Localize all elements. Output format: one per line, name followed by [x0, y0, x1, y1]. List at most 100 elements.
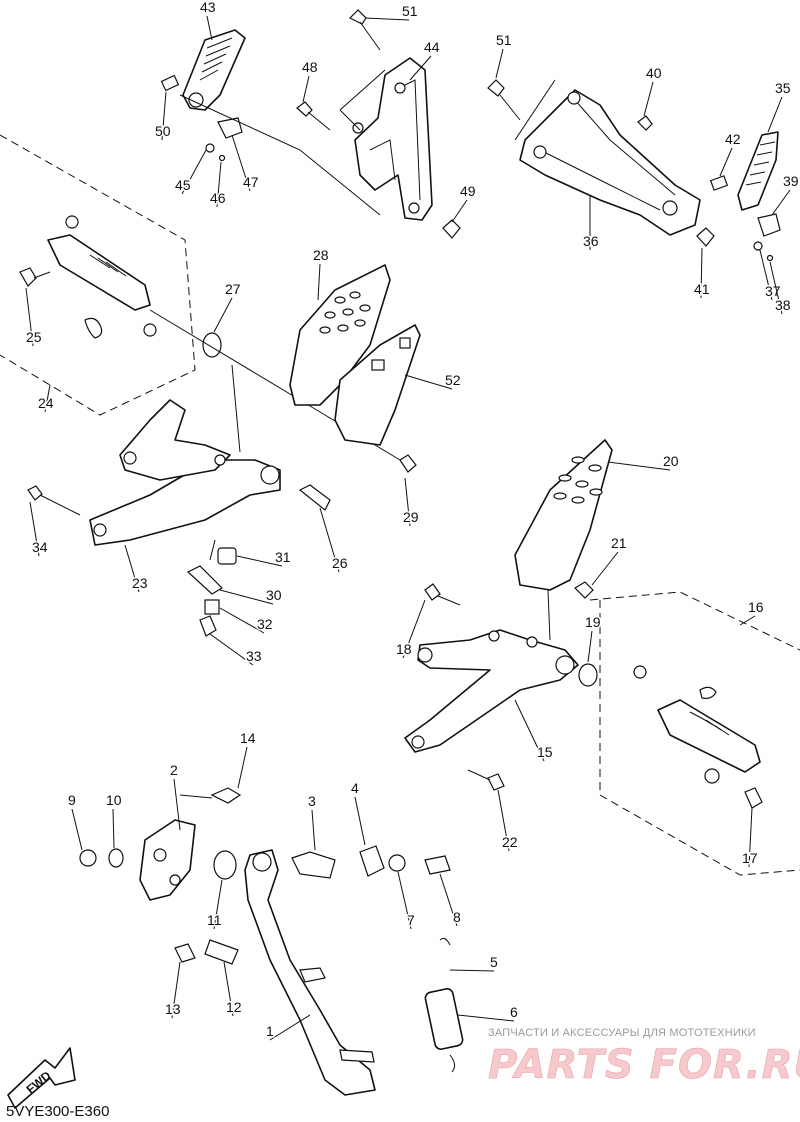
callout-leader-50: [161, 91, 167, 141]
callout-15: 15: [537, 744, 553, 760]
callout-2: 2: [170, 762, 178, 778]
callout-21: 21: [611, 535, 627, 551]
callout-leader-42: [719, 147, 733, 177]
callout-35: 35: [775, 80, 791, 96]
callout-52: 52: [445, 372, 461, 388]
callout-13: 13: [165, 1001, 181, 1017]
watermark-brand: PARTS FOR.RU: [488, 1042, 800, 1088]
callout-leader-19: [587, 630, 593, 663]
passenger-footpeg-right: [709, 131, 781, 262]
callout-32: 32: [257, 616, 273, 632]
group-outline-24: [0, 134, 196, 416]
callout-16: 16: [748, 599, 764, 615]
callout-leader-39: [771, 189, 791, 216]
callout-22: 22: [502, 834, 518, 850]
callout-leader-29: [404, 477, 411, 527]
callout-leader-6: [457, 1014, 515, 1022]
callout-31: 31: [275, 549, 291, 565]
callout-43: 43: [200, 0, 216, 15]
callout-39: 39: [783, 173, 799, 189]
callout-18: 18: [396, 641, 412, 657]
heel-guard-right: [514, 439, 613, 599]
callout-19: 19: [585, 614, 601, 630]
callout-leader-33: [209, 633, 254, 666]
callout-33: 33: [246, 648, 262, 664]
callout-leader-2: [173, 778, 181, 831]
callout-44: 44: [424, 39, 440, 55]
callout-leader-18: [402, 599, 426, 659]
callout-46: 46: [210, 190, 226, 206]
watermark-caption: ЗАПЧАСТИ И АКСЕССУАРЫ ДЛЯ МОТОТЕХНИКИ: [488, 1027, 756, 1039]
washer-27: [202, 332, 222, 358]
callout-leader-46: [216, 161, 222, 208]
callout-42: 42: [725, 131, 741, 147]
callout-40: 40: [646, 65, 662, 81]
callout-36: 36: [583, 233, 599, 249]
callout-leader-38: [769, 261, 783, 315]
callout-leader-9: [71, 808, 83, 851]
callout-leader-45: [181, 149, 207, 195]
callout-5: 5: [490, 954, 498, 970]
callout-28: 28: [313, 247, 329, 263]
callout-20: 20: [663, 453, 679, 469]
callout-26: 26: [332, 555, 348, 571]
callout-4: 4: [351, 780, 359, 796]
callout-23: 23: [132, 575, 148, 591]
callout-34: 34: [32, 539, 48, 555]
callout-leader-17: [748, 807, 753, 868]
callout-30: 30: [266, 587, 282, 603]
callout-leader-10: [112, 808, 115, 849]
callout-leader-43: [206, 15, 213, 41]
heel-guard-left: [289, 264, 421, 446]
callout-48: 48: [302, 59, 318, 75]
callout-leader-1: [269, 1014, 311, 1041]
callout-leader-30: [219, 589, 274, 605]
callout-leader-27: [213, 297, 233, 333]
callout-leader-47: [231, 134, 251, 192]
forward-arrow-icon: FWD: [7, 1047, 76, 1109]
callout-10: 10: [106, 792, 122, 808]
callout-leader-32: [219, 607, 265, 634]
callout-leader-24: [44, 384, 51, 413]
callout-leader-34: [29, 501, 40, 557]
callout-12: 12: [226, 999, 242, 1015]
callout-47: 47: [243, 174, 259, 190]
callout-leader-51: [495, 48, 504, 79]
rider-bracket-right: [404, 583, 598, 791]
callout-11: 11: [207, 912, 222, 928]
callout-38: 38: [775, 297, 791, 313]
callout-27: 27: [225, 281, 241, 297]
callout-leader-12: [223, 961, 234, 1017]
group-outline-16: [589, 591, 800, 876]
callout-leader-37: [759, 249, 773, 301]
callout-leader-7: [397, 871, 412, 930]
callout-leader-16: [739, 615, 756, 626]
callout-leader-8: [439, 873, 458, 927]
callout-leader-40: [643, 81, 654, 117]
callout-3: 3: [308, 793, 316, 809]
callout-17: 17: [742, 850, 758, 866]
callout-45: 45: [175, 177, 191, 193]
callout-leader-41: [700, 247, 703, 299]
sidestand-spring: [424, 937, 464, 1073]
callout-leader-4: [354, 796, 366, 846]
callout-41: 41: [694, 281, 710, 297]
callout-leader-22: [497, 789, 510, 852]
callout-leader-20: [607, 461, 671, 471]
callout-49: 49: [460, 183, 476, 199]
callout-8: 8: [453, 909, 461, 925]
callout-25: 25: [26, 329, 42, 345]
callout-51: 51: [496, 32, 512, 48]
callout-leader-26: [319, 507, 340, 573]
passenger-bracket-right: [487, 79, 715, 247]
callout-51: 51: [402, 3, 418, 19]
callout-14: 14: [240, 730, 256, 746]
callout-9: 9: [68, 792, 76, 808]
callout-leader-51: [364, 17, 410, 21]
rider-bracket-left: [27, 399, 417, 637]
callout-29: 29: [403, 509, 419, 525]
callout-50: 50: [155, 123, 171, 139]
rider-footpeg-right: [633, 665, 763, 809]
